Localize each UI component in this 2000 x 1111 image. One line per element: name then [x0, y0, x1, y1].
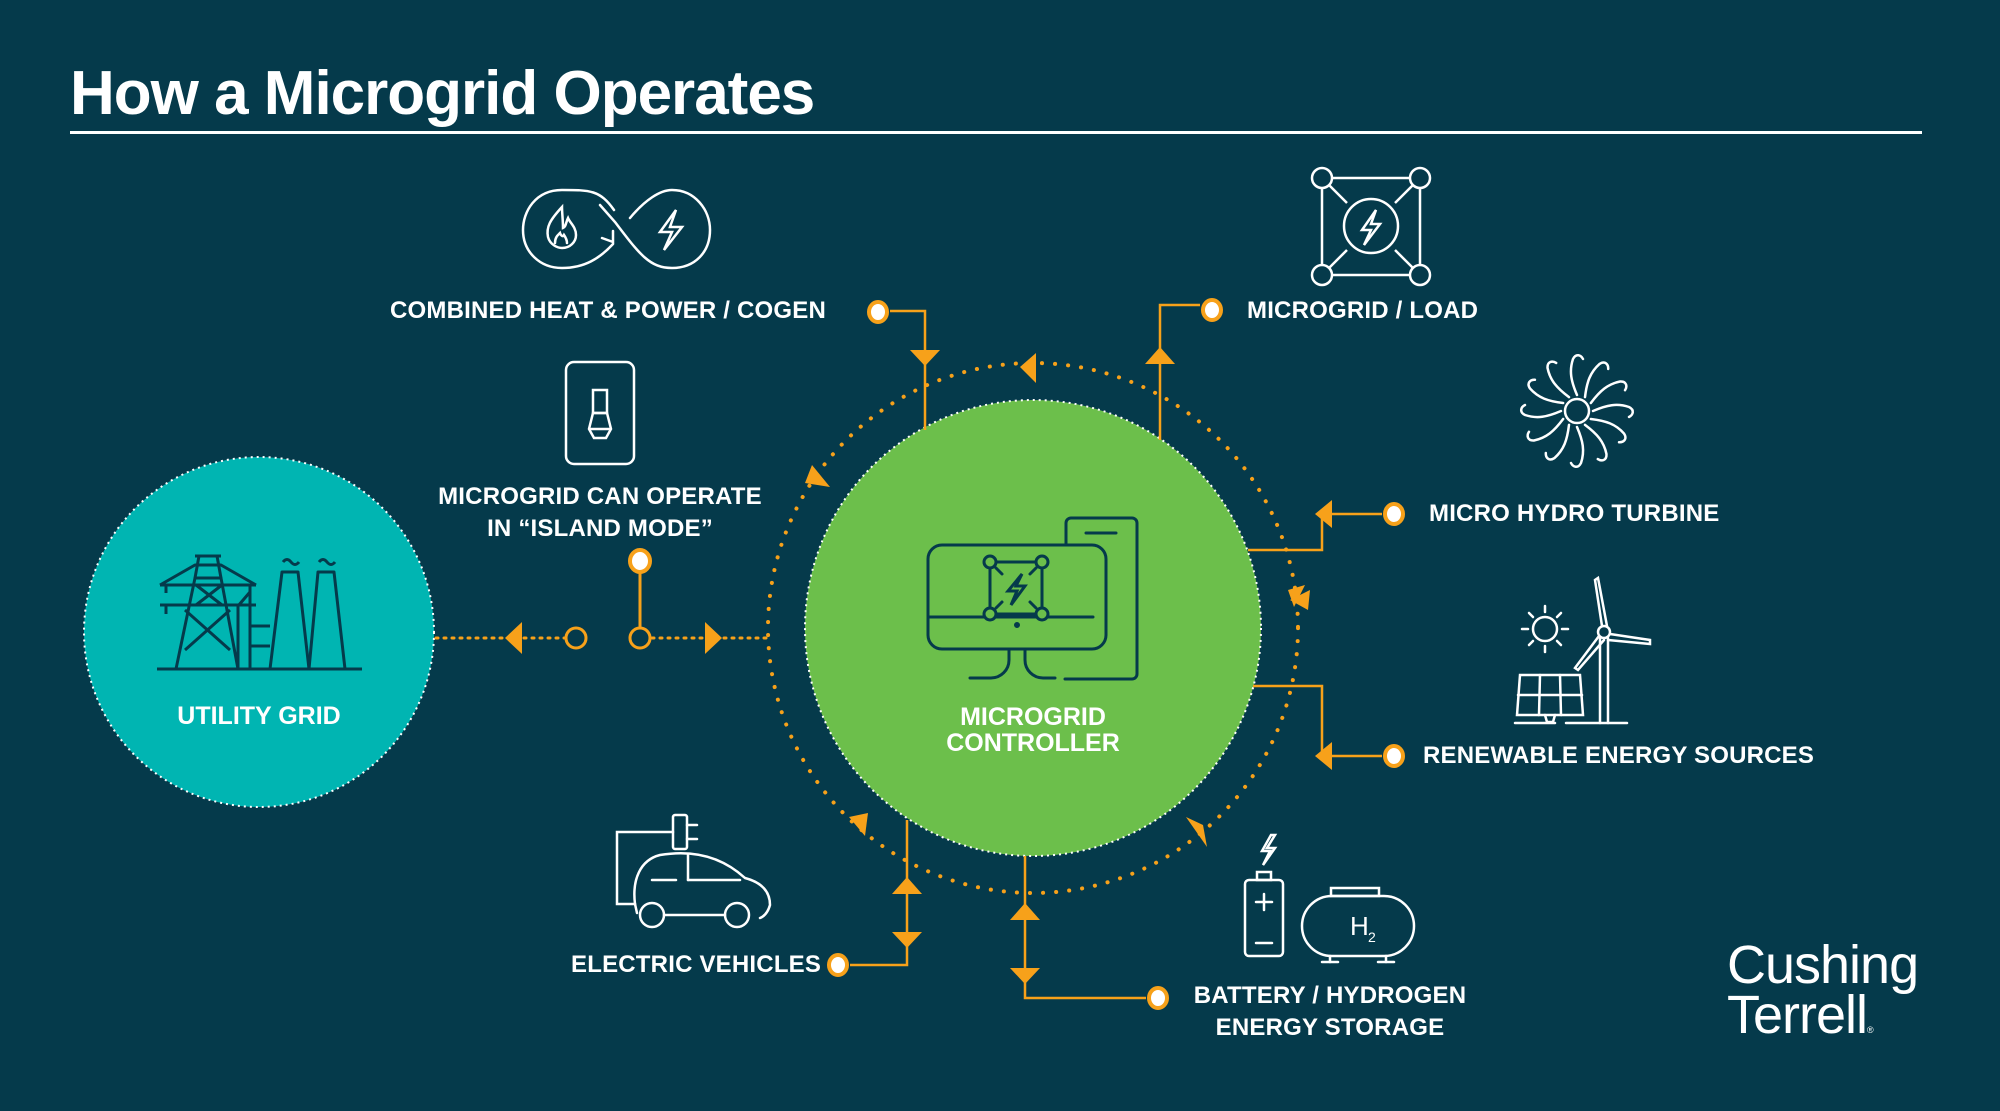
connector-arrows [892, 347, 1332, 984]
ev-dot [827, 953, 849, 977]
arrow-left-icon [505, 622, 522, 654]
controller-node [804, 399, 1262, 857]
registered-mark: ® [1867, 1025, 1874, 1035]
island-mode-line1: MICROGRID CAN OPERATE [438, 483, 762, 510]
h2-subscript: 2 [1368, 929, 1376, 945]
arrow-down-icon [910, 350, 940, 366]
controller-label-line2: CONTROLLER [946, 729, 1120, 757]
arrow-up-icon [892, 877, 922, 894]
orbit-ring [766, 361, 1300, 895]
storage-line1: BATTERY / HYDROGEN [1193, 982, 1467, 1009]
hydro-turbine-icon [1519, 354, 1635, 469]
grid-load-icon [1310, 166, 1432, 287]
arrow-down-icon [1010, 968, 1040, 984]
electric-car-icon [615, 813, 772, 929]
chp-label: COMBINED HEAT & POWER / COGEN [390, 297, 827, 324]
renewable-label: RENEWABLE ENERGY SOURCES [1423, 742, 1815, 769]
cushing-terrell-logo: Cushing Terrell® [1727, 935, 1919, 1055]
battery-hydrogen-icon [1243, 833, 1416, 964]
connector-endpoints [827, 298, 1405, 1010]
orbit-arrows [805, 353, 1310, 847]
utility-grid-label: UTILITY GRID [177, 702, 340, 730]
renewable-dot [1383, 744, 1405, 768]
switch-icon [564, 360, 636, 466]
hydro-label: MICRO HYDRO TURBINE [1429, 500, 1720, 527]
logo-line2: Terrell® [1727, 988, 1918, 1055]
page-title: How a Microgrid Operates [70, 59, 815, 128]
arrow-up-icon [1010, 903, 1040, 920]
island-mode-label: MICROGRID CAN OPERATE IN “ISLAND MODE” [420, 481, 780, 545]
chp-dot [867, 300, 889, 324]
arrow-left-icon [1315, 500, 1332, 528]
ev-label: ELECTRIC VEHICLES [571, 951, 822, 978]
computer-controller-icon [926, 516, 1139, 681]
logo-line1: Cushing [1727, 935, 1919, 995]
arrow-down-icon [892, 932, 922, 948]
h2-symbol: H [1350, 911, 1369, 941]
island-mode-line2: IN “ISLAND MODE” [487, 515, 713, 542]
storage-label: BATTERY / HYDROGEN ENERGY STORAGE [1170, 980, 1490, 1044]
logo-line2-text: Terrell [1727, 985, 1868, 1045]
title-underline [70, 131, 1922, 134]
open-switch-node [628, 626, 652, 650]
hydro-dot [1383, 502, 1405, 526]
utility-grid-node [83, 456, 435, 808]
cogen-infinity-icon [521, 188, 712, 270]
island-link [434, 548, 770, 654]
arrow-up-icon [1145, 347, 1175, 364]
load-dot [1201, 298, 1223, 322]
solar-wind-icon [1513, 575, 1652, 725]
load-label: MICROGRID / LOAD [1247, 297, 1479, 324]
controller-label-line1: MICROGRID [960, 703, 1106, 731]
storage-dot [1147, 986, 1169, 1010]
island-mode-dot [628, 548, 652, 574]
storage-line2: ENERGY STORAGE [1215, 1014, 1445, 1041]
power-plant-icon [157, 554, 362, 671]
open-switch-node [564, 626, 588, 650]
arrow-left-icon [1315, 742, 1332, 770]
arrow-right-icon [705, 622, 722, 654]
